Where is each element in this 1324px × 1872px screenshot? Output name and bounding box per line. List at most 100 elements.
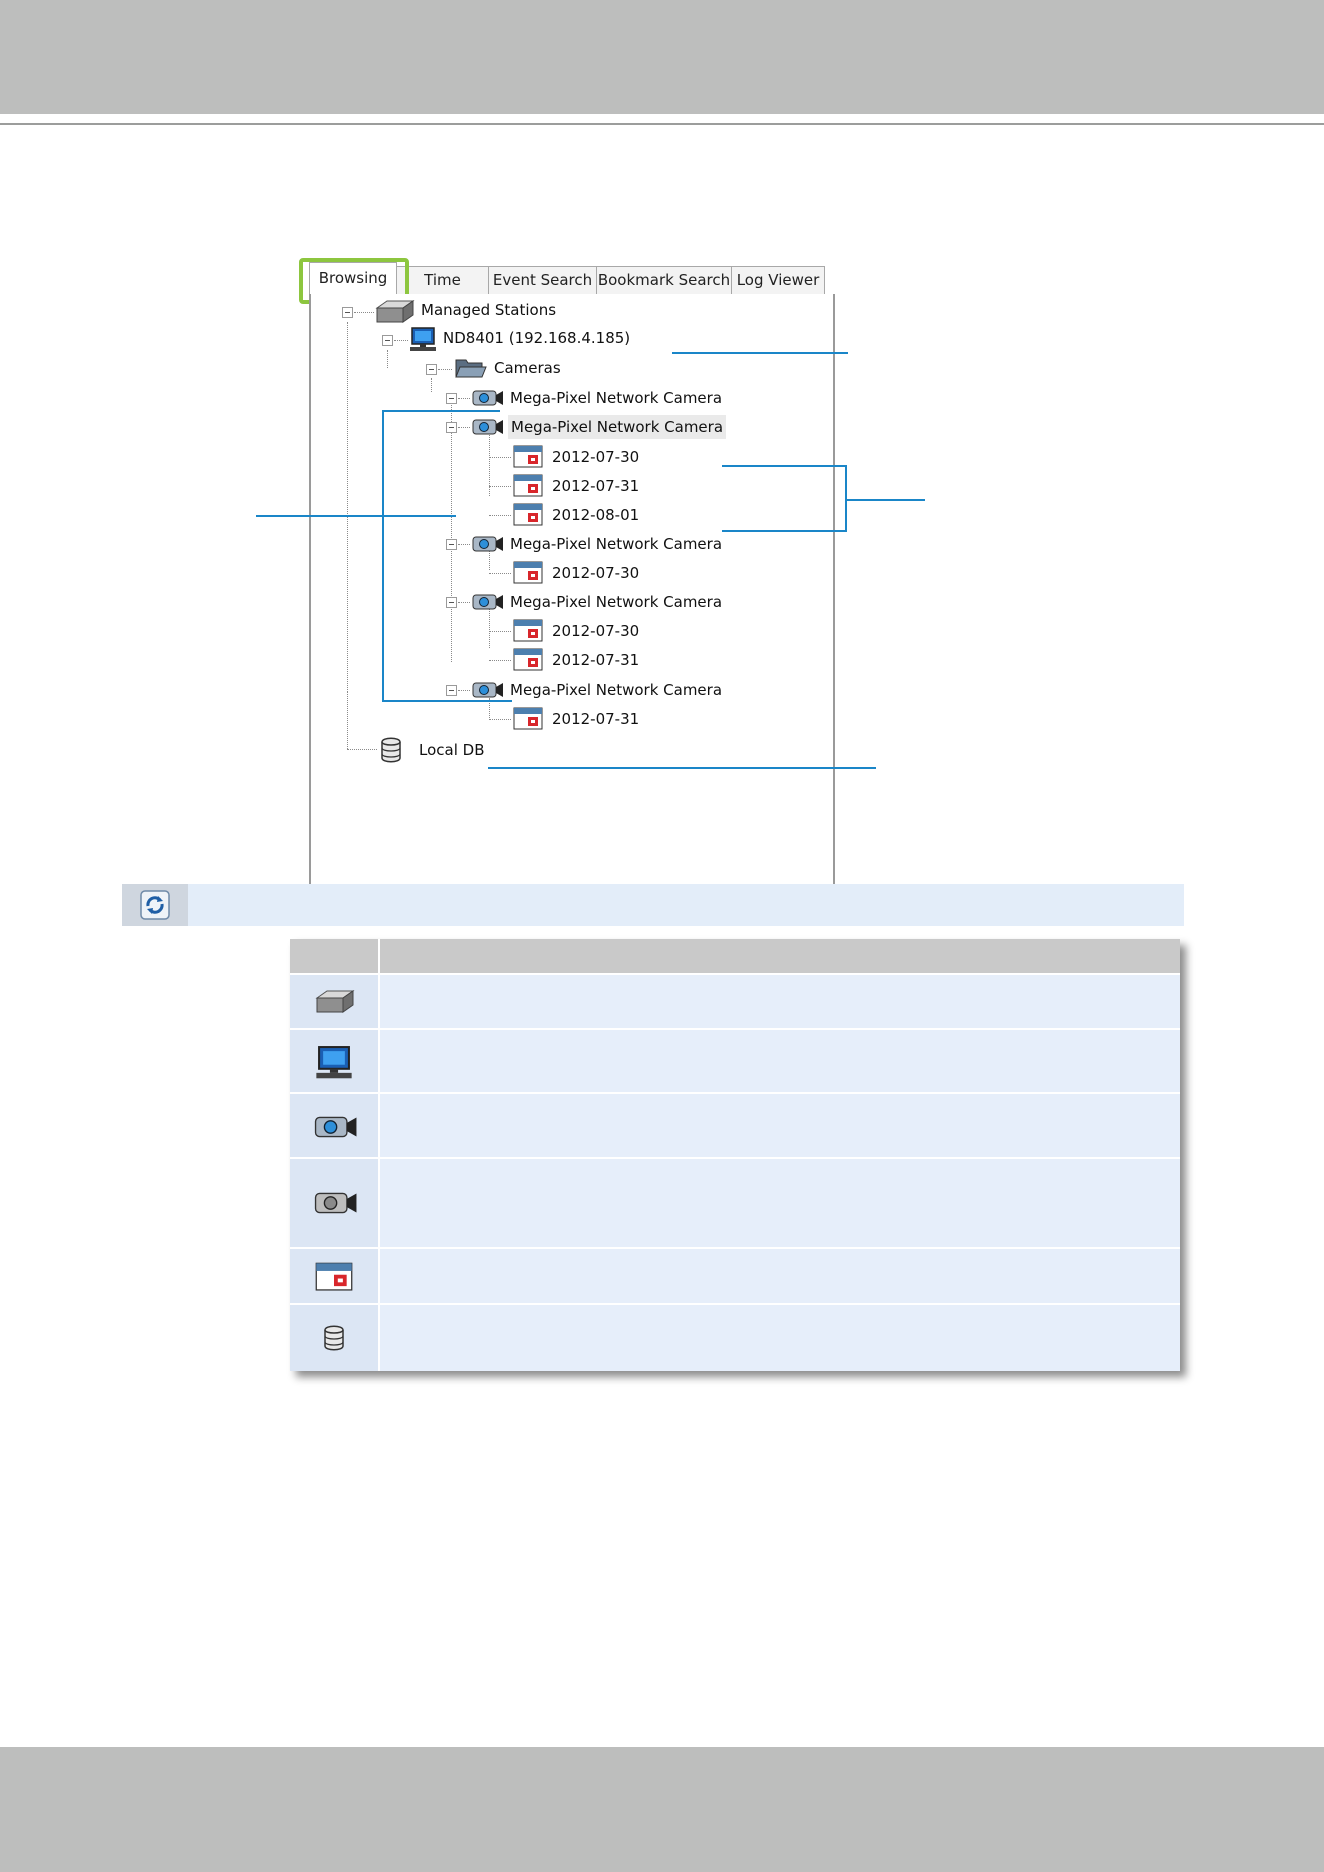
camera-online-icon	[472, 682, 503, 698]
camera-online-icon	[472, 419, 503, 435]
camera-online-icon	[472, 390, 503, 406]
callout-line	[382, 700, 512, 702]
tree-node-camera-selected[interactable]: Mega-Pixel Network Camera	[508, 415, 727, 439]
collapse-toggle[interactable]	[342, 307, 353, 318]
folder-open-icon	[455, 359, 487, 378]
refresh-icon	[140, 890, 170, 920]
calendar-date-icon	[513, 561, 543, 584]
tab-time-search[interactable]: Time Search	[396, 266, 489, 315]
tree-node-camera[interactable]: Mega-Pixel Network Camera	[510, 681, 723, 699]
refresh-row	[122, 884, 1184, 926]
calendar-date-icon	[513, 707, 543, 730]
callout-line	[488, 767, 876, 769]
tree-line	[354, 312, 374, 313]
collapse-toggle[interactable]	[446, 597, 457, 608]
tree-line	[489, 432, 490, 496]
table-header	[290, 939, 1180, 973]
database-icon	[381, 737, 401, 763]
tree-node-camera[interactable]: Mega-Pixel Network Camera	[510, 535, 723, 553]
expand-toggle[interactable]	[446, 393, 457, 404]
tree-line	[431, 378, 432, 392]
tree-node-camera[interactable]: Mega-Pixel Network Camera	[510, 389, 723, 407]
callout-line	[845, 465, 847, 532]
tree-line	[458, 544, 470, 545]
tab-browsing[interactable]: Browsing	[309, 262, 397, 294]
table-row	[290, 1157, 1180, 1249]
callout-line	[722, 530, 846, 532]
tree-node-date[interactable]: 2012-07-30	[552, 622, 640, 640]
tree-line	[458, 690, 470, 691]
tree-line	[451, 402, 452, 662]
tree-line	[387, 350, 388, 368]
footer-band	[0, 1747, 1324, 1872]
tab-event-search[interactable]: Event Search	[488, 266, 597, 294]
tree-node-date[interactable]: 2012-07-31	[552, 710, 640, 728]
collapse-toggle[interactable]	[426, 364, 437, 375]
callout-line	[256, 515, 456, 517]
tree-node-date[interactable]: 2012-07-31	[552, 651, 640, 669]
tree-line	[489, 719, 511, 720]
tree-line	[489, 573, 511, 574]
tree-line	[489, 698, 490, 718]
tree-line	[347, 322, 348, 692]
tree-node-camera[interactable]: Mega-Pixel Network Camera	[510, 593, 723, 611]
tree-line	[489, 550, 490, 570]
tab-log-viewer[interactable]: Log Viewer	[731, 266, 825, 294]
tree-line	[489, 457, 511, 458]
collapse-toggle[interactable]	[446, 539, 457, 550]
calendar-date-icon	[513, 474, 543, 497]
browser-panel: Browsing Time Search Event Search Bookma…	[299, 258, 835, 890]
collapse-toggle[interactable]	[382, 335, 393, 346]
tree-node-date[interactable]: 2012-07-31	[552, 477, 640, 495]
collapse-toggle[interactable]	[446, 422, 457, 433]
tree-line	[489, 608, 490, 648]
camera-online-icon	[472, 536, 503, 552]
icon-legend-table	[290, 939, 1180, 1371]
tree-line	[347, 749, 377, 750]
nvr-station-icon	[315, 990, 355, 1013]
calendar-date-icon	[315, 1262, 353, 1291]
table-row	[290, 1092, 1180, 1159]
calendar-date-icon	[513, 503, 543, 526]
tab-bookmark-search[interactable]: Bookmark Search	[596, 266, 732, 294]
tree-line	[458, 398, 470, 399]
calendar-date-icon	[513, 619, 543, 642]
database-icon	[324, 1325, 344, 1351]
table-row	[290, 973, 1180, 1030]
tree-line	[347, 692, 348, 749]
tree-node-date[interactable]: 2012-07-30	[552, 448, 640, 466]
tree-node-station[interactable]: ND8401 (192.168.4.185)	[443, 329, 631, 347]
server-monitor-icon	[410, 327, 436, 351]
header-rule	[0, 123, 1324, 125]
table-row	[290, 1247, 1180, 1305]
tree-node-date[interactable]: 2012-07-30	[552, 564, 640, 582]
camera-online-icon	[314, 1116, 357, 1138]
tree-line	[489, 515, 511, 516]
callout-line	[382, 410, 500, 412]
tree-node-local-db[interactable]: Local DB	[419, 741, 485, 759]
tree-node-cameras[interactable]: Cameras	[494, 359, 561, 377]
tree-node-managed-stations[interactable]: Managed Stations	[421, 301, 557, 319]
callout-line	[845, 499, 925, 501]
tree-line	[394, 340, 408, 341]
refresh-button[interactable]	[122, 884, 188, 926]
header-band	[0, 0, 1324, 114]
collapse-toggle[interactable]	[446, 685, 457, 696]
camera-online-icon	[472, 594, 503, 610]
device-tree: Managed Stations ND8401 (192.168.4.185) …	[309, 294, 835, 890]
tree-node-date[interactable]: 2012-08-01	[552, 506, 640, 524]
table-row	[290, 1303, 1180, 1371]
camera-offline-icon	[314, 1192, 357, 1214]
tree-line	[489, 631, 511, 632]
calendar-date-icon	[513, 445, 543, 468]
callout-line	[672, 352, 848, 354]
callout-line	[382, 410, 384, 701]
tree-line	[489, 660, 511, 661]
server-monitor-icon	[316, 1046, 352, 1079]
tree-line	[489, 486, 511, 487]
tree-line	[438, 369, 452, 370]
table-row	[290, 1028, 1180, 1094]
calendar-date-icon	[513, 648, 543, 671]
nvr-station-icon	[375, 300, 415, 323]
tab-bar: Browsing Time Search Event Search Bookma…	[299, 258, 835, 315]
